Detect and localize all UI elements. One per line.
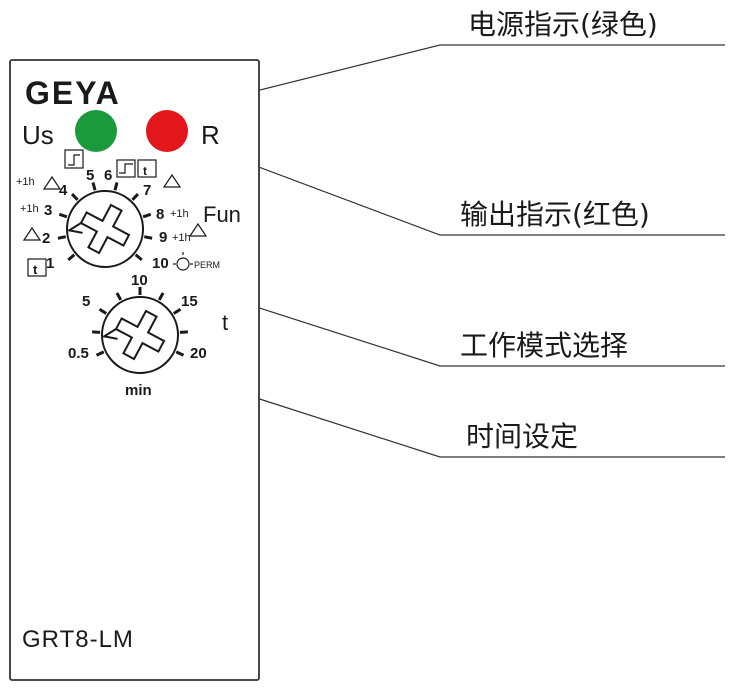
fun-num-5: 5 <box>86 167 94 184</box>
time-dial-tick <box>179 330 188 334</box>
time-dial-tick <box>115 292 123 301</box>
function-mode-icons <box>22 149 208 277</box>
function-dial-tick <box>57 235 67 240</box>
leader-mode <box>187 284 725 367</box>
function-dial-ticks <box>57 182 153 262</box>
function-dial-tick <box>131 193 140 201</box>
cycle-icon-4 <box>42 175 62 190</box>
perm-label: PERM <box>194 260 220 270</box>
time-dial-tick <box>95 350 105 357</box>
timer-mode-icon-left <box>27 258 47 277</box>
fun-num-6: 6 <box>104 167 112 184</box>
time-num-15: 15 <box>181 293 198 310</box>
relay-led <box>146 110 188 152</box>
time-num-10: 10 <box>131 272 148 289</box>
fun-num-1: 1 <box>46 255 54 272</box>
time-label: t <box>222 310 228 335</box>
perm-lamp-icon <box>176 257 190 271</box>
fun-num-7: 7 <box>143 182 151 199</box>
led-power-label: Us <box>22 120 54 150</box>
function-knob-pointer-icon <box>66 203 131 255</box>
time-knob[interactable] <box>101 296 179 374</box>
fun-num-4: 4 <box>59 182 68 199</box>
model-number: GRT8-LM <box>22 626 134 653</box>
time-dial-tick <box>157 292 165 301</box>
time-dial[interactable] <box>92 287 188 374</box>
function-dial-tick <box>142 212 152 219</box>
fun-num-9: 9 <box>159 229 167 246</box>
fun-num-10: 10 <box>152 255 169 272</box>
annotation-time: 时间设定 <box>466 420 578 453</box>
step-mode-icon <box>116 159 136 178</box>
plus1h-label-8: +1h <box>170 208 189 220</box>
plus1h-label-4: +1h <box>16 176 35 188</box>
fun-t-label-left: t <box>33 262 38 277</box>
function-dial[interactable] <box>57 182 153 268</box>
annotation-mode: 工作模式选择 <box>460 329 628 362</box>
timer-mode-icon <box>137 159 157 178</box>
annotation-output: 输出指示(红色) <box>460 198 650 231</box>
function-dial-tick <box>143 235 153 240</box>
function-dial-tick <box>134 253 143 262</box>
time-num-5: 5 <box>82 293 90 310</box>
time-dial-ticks <box>92 287 188 357</box>
fun-label: Fun <box>203 202 241 227</box>
function-dial-tick <box>67 253 76 262</box>
function-knob[interactable] <box>66 190 144 268</box>
time-knob-pointer-icon <box>101 309 166 361</box>
time-dial-tick <box>172 307 182 315</box>
time-dial-tick <box>98 307 108 315</box>
plus1h-label-9: +1h <box>172 232 191 244</box>
function-dial-tick <box>91 182 97 191</box>
leader-time <box>184 374 725 458</box>
time-unit: min <box>125 382 152 399</box>
pulse-mode-icon <box>64 149 84 169</box>
time-num-20: 20 <box>190 345 207 362</box>
fun-num-2: 2 <box>42 230 50 247</box>
function-dial-tick <box>70 193 79 201</box>
time-dial-tick <box>92 330 101 334</box>
fun-t-label-top: t <box>143 164 147 178</box>
brand-logo: GEYA <box>25 75 121 111</box>
function-dial-tick <box>113 182 119 191</box>
fun-num-8: 8 <box>156 206 164 223</box>
cycle-icon-9 <box>188 222 208 237</box>
cycle-icon-7 <box>162 173 182 188</box>
led-relay-label: R <box>201 120 220 150</box>
annotation-power: 电源指示(绿色) <box>468 8 658 41</box>
power-led <box>75 110 117 152</box>
function-dial-tick <box>58 212 68 219</box>
time-num-0-5: 0.5 <box>68 345 89 362</box>
plus1h-label-3: +1h <box>20 203 39 215</box>
time-dial-tick <box>175 350 185 357</box>
cycle-icon-2 <box>22 226 42 241</box>
fun-num-3: 3 <box>44 202 52 219</box>
